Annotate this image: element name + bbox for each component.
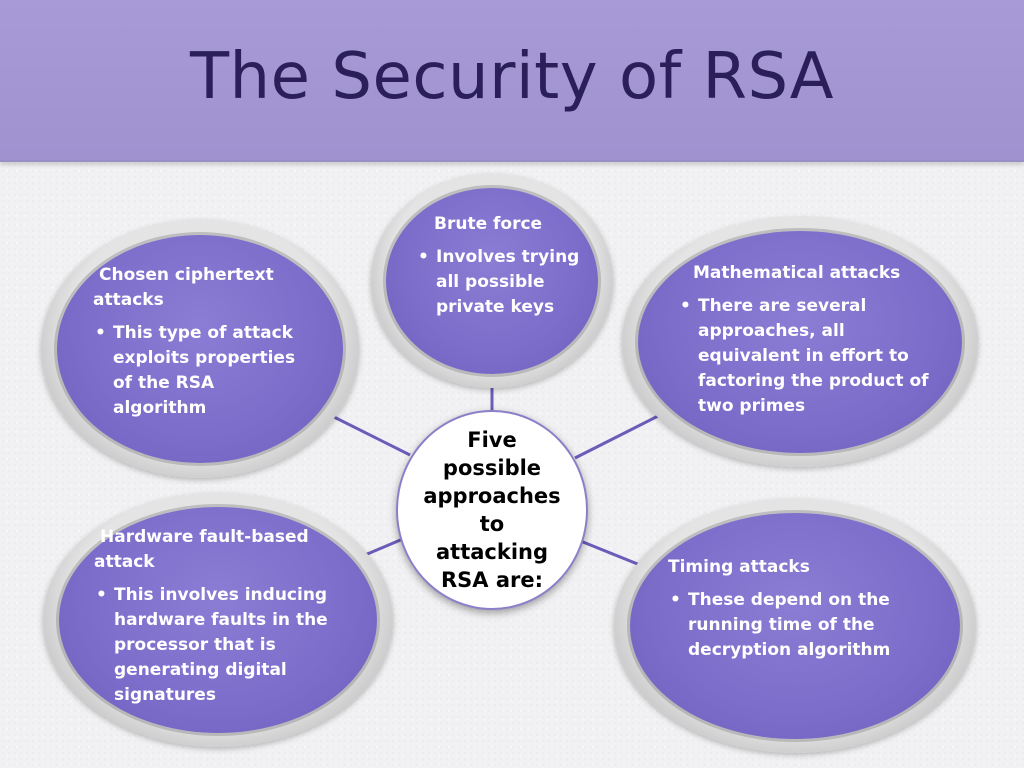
node-bullet: • This involves inducing hardware faults… [94, 583, 344, 708]
center-hub: Five possible approaches to attacking RS… [396, 410, 588, 610]
center-hub-text: Five possible approaches to attacking RS… [423, 428, 561, 592]
connector-chosen-ciphertext [329, 413, 411, 457]
node-bullet: • This type of attack exploits propertie… [93, 321, 313, 421]
bullet-glyph: • [670, 590, 681, 610]
bullet-glyph: • [95, 323, 106, 343]
connector-mathematical [574, 413, 661, 460]
connector-hardware-fault [364, 536, 406, 557]
node-bullet: • Involves trying all possible private k… [416, 245, 581, 320]
node-bullet-text: These depend on the running time of the … [688, 590, 891, 660]
node-heading: Brute force [434, 214, 543, 234]
node-hardware-fault: Hardware fault-based attack • This invol… [59, 507, 377, 733]
title-banner [0, 0, 1024, 162]
node-heading: Timing attacks [668, 557, 810, 577]
bullet-glyph: • [418, 247, 429, 267]
slide-title: The Security of RSA [189, 40, 835, 114]
node-bullet-text: This type of attack exploits properties … [113, 323, 296, 418]
node-brute-force: Brute force • Involves trying all possib… [386, 188, 598, 374]
node-chosen-ciphertext: Chosen ciphertext attacks • This type of… [57, 235, 343, 463]
node-timing: Timing attacks • These depend on the run… [630, 513, 960, 739]
node-mathematical: Mathematical attacks • There are several… [638, 231, 962, 453]
bullet-glyph: • [96, 585, 107, 605]
bullet-glyph: • [680, 296, 691, 316]
node-bullet-text: Involves trying all possible private key… [436, 247, 580, 317]
node-heading: Chosen ciphertext attacks [93, 265, 274, 310]
node-heading: Mathematical attacks [693, 263, 901, 283]
node-bullet-text: There are several approaches, all equiva… [698, 296, 929, 416]
node-bullet: • There are several approaches, all equi… [678, 294, 930, 419]
node-heading: Hardware fault-based attack [94, 527, 309, 572]
node-bullet-text: This involves inducing hardware faults i… [114, 585, 328, 705]
node-bullet: • These depend on the running time of th… [668, 588, 908, 663]
connector-timing [577, 538, 641, 567]
